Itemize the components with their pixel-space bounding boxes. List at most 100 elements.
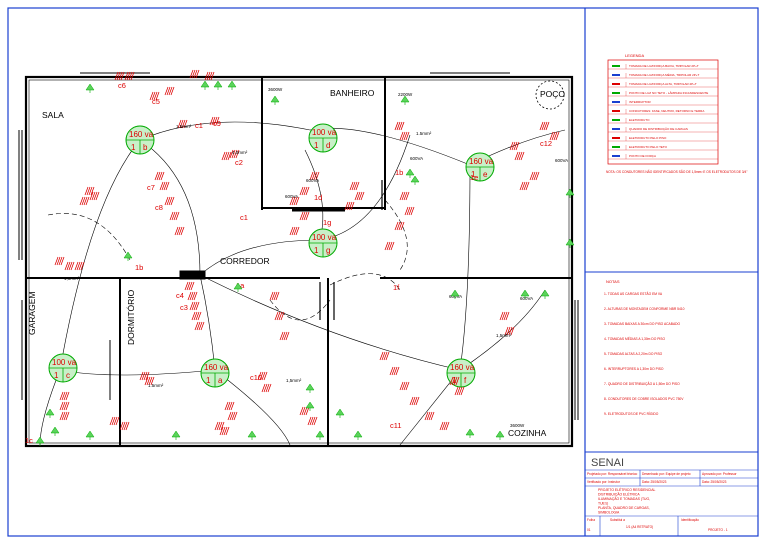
legend-symbol [612, 74, 620, 76]
legend-symbol [612, 119, 620, 121]
title-row1-cell: Desenhado por: Equipe de projeto [642, 472, 691, 476]
light-switch-garagem: c [66, 371, 70, 380]
title-footer-cell: PROJETO - 1 [708, 528, 728, 532]
circuit-label-c1: c1 [195, 121, 203, 130]
legend-row-label: ELETRODUTO PELO TETO [629, 145, 668, 149]
outlet-icon [50, 426, 60, 436]
wire-gauge-labels: 1.5mm²4,0mm²1.5mm²1,5mm²1.5mm²1,5mm²1,5m… [64, 124, 512, 388]
switch-label-1c: 1c [25, 436, 33, 445]
outlet-icon [520, 289, 530, 299]
legend-row: ELETRODUTO [608, 118, 718, 124]
wire-gauge-0: 1.5mm² [176, 124, 192, 129]
room-labels: SALA BANHEIRO POÇO CORREDOR COZINHA GARA… [27, 88, 565, 438]
notes-title: NOTAS [606, 279, 620, 284]
title-description-line: PLANTA, QUADRO DE CARGAS, [598, 506, 650, 510]
legend-symbol [612, 146, 620, 148]
notes-line: 3- TOMADAS BAIXAS A 30cm DO PISO ACABADO [604, 322, 681, 326]
legend-row-label: ELETRODUTO [629, 118, 650, 122]
light-circuit-banheiro: 1 [314, 141, 319, 150]
notes-line: 1- TODAS AS CARGAS ESTÃO EM VA [604, 291, 663, 296]
title-description-line: PROJETO ELÉTRICO RESIDENCIAL [598, 487, 656, 492]
wire-gauge-3: 1,5mm² [64, 276, 80, 281]
legend-row-label: TOMADA DE LUZ/FORÇA ALTA, TRIPOLAR 2P+T [629, 82, 697, 86]
room-label-sala: SALA [42, 110, 64, 120]
light-switch-corredor: g [326, 246, 330, 255]
light-circuit-garagem: 1 [54, 371, 59, 380]
light-switch-cozinha: f [464, 376, 467, 385]
switch-leg-dashes [47, 199, 408, 321]
switch-label-1e: 1e [470, 173, 478, 182]
light-circuit-cozinha: 1 [452, 376, 457, 385]
circuit-label-c4: c4 [176, 291, 184, 300]
legend-row: ELETRODUTO PELO PISO [608, 136, 718, 142]
load-label-1: 2200W [398, 92, 413, 97]
title-description-line: TUE's) [598, 502, 608, 506]
load-label-6: 600VA [520, 296, 533, 301]
load-label-5: 600VA [449, 294, 462, 299]
title-row2-cell: Verificado por: Instrutor [587, 480, 621, 484]
outlet-icon [305, 383, 315, 393]
legend-symbol [612, 110, 620, 112]
light-circuit-poco: 1 [471, 170, 476, 179]
title-block: SENAI Projetado por: Responsável técnico… [585, 457, 758, 536]
room-label-dormitorio: DORMITÓRIO [126, 289, 136, 345]
notes-line: 8- CONDUTORES DE COBRE ISOLADOS PVC 750V [604, 397, 684, 401]
light-power-cozinha: 160 va [450, 363, 475, 372]
title-footer-cell: Identificação [681, 518, 699, 522]
circuit-label-c1: c1 [240, 213, 248, 222]
light-power-dormitorio: 160 va [204, 363, 229, 372]
wire-gauge-2: 1.5mm² [416, 131, 432, 136]
outlet-icon [171, 430, 181, 440]
load-label-8: 3600W [510, 423, 525, 428]
title-footer-cell: Substitui a [610, 518, 625, 522]
outlet-icon [233, 282, 243, 292]
switch-label-1d: 1d [314, 193, 322, 202]
light-circuit-dormitorio: 1 [206, 376, 211, 385]
switch-label-1g: 1g [323, 218, 331, 227]
legend-note: NOTA: OS CONDUTORES NÃO IDENTIFICADOS SÃ… [606, 169, 747, 174]
legend-symbol [612, 101, 620, 103]
outlet-icon [227, 80, 237, 90]
room-label-cozinha: COZINHA [508, 428, 547, 438]
circuit-label-c10: c10 [250, 373, 262, 382]
load-label-0: 3600W [268, 87, 283, 92]
title-org: SENAI [591, 457, 624, 469]
outlet-icon [315, 430, 325, 440]
legend-row: ELETRODUTO PELO TETO [608, 145, 718, 151]
light-switch-poco: e [483, 170, 488, 179]
legend-row: PONTO DE FORÇA [608, 154, 718, 160]
legend-row: TOMADA DE LUZ/FORÇA BAIXA, TRIPOLAR 2P+T [608, 64, 718, 70]
circuit-label-c3: c3 [180, 303, 188, 312]
load-label-2: 600VA [306, 178, 319, 183]
legend-row: QUADRO DE DISTRIBUIÇÃO DE CARGAS [608, 126, 718, 133]
legend-title: LEGENDA [625, 53, 644, 58]
legend-row: TOMADA DE LUZ/FORÇA MÉDIA, TRIPOLAR 2P+T [608, 72, 718, 79]
notes-line: 4- TOMADAS MÉDIAS A 1,30m DO PISO [604, 336, 666, 341]
wire-gauge-6: 1,5mm² [496, 333, 512, 338]
room-label-garagem: GARAGEM [27, 292, 37, 335]
floor-plan-walls [18, 72, 579, 448]
well-outline [535, 80, 565, 110]
title-row2-cell: Data: 25/05/2023 [642, 480, 667, 484]
legend-row-label: TOMADA DE LUZ/FORÇA MÉDIA, TRIPOLAR 2P+T [629, 72, 699, 77]
outlet-icon [335, 408, 345, 418]
notes-line: 5- TOMADAS ALTAS A 2,20m DO PISO [604, 352, 663, 356]
legend-row-label: PONTO DE LUZ NO TETO - LÂMPADA INCANDESC… [629, 90, 708, 95]
light-switch-banheiro: d [326, 141, 330, 150]
title-description-line: DISTRIBUIÇÃO ELÉTRICA [598, 492, 640, 497]
outlet-icon [450, 289, 460, 299]
legend-symbol [612, 155, 620, 157]
outlet-icon [213, 80, 223, 90]
legend-row-label: INTERRUPTOR [629, 100, 651, 104]
circuit-label-c5: c5 [152, 97, 160, 106]
outlet-icon [410, 175, 420, 185]
circuit-label-c8: c8 [155, 203, 163, 212]
outlet-icon [565, 238, 575, 248]
